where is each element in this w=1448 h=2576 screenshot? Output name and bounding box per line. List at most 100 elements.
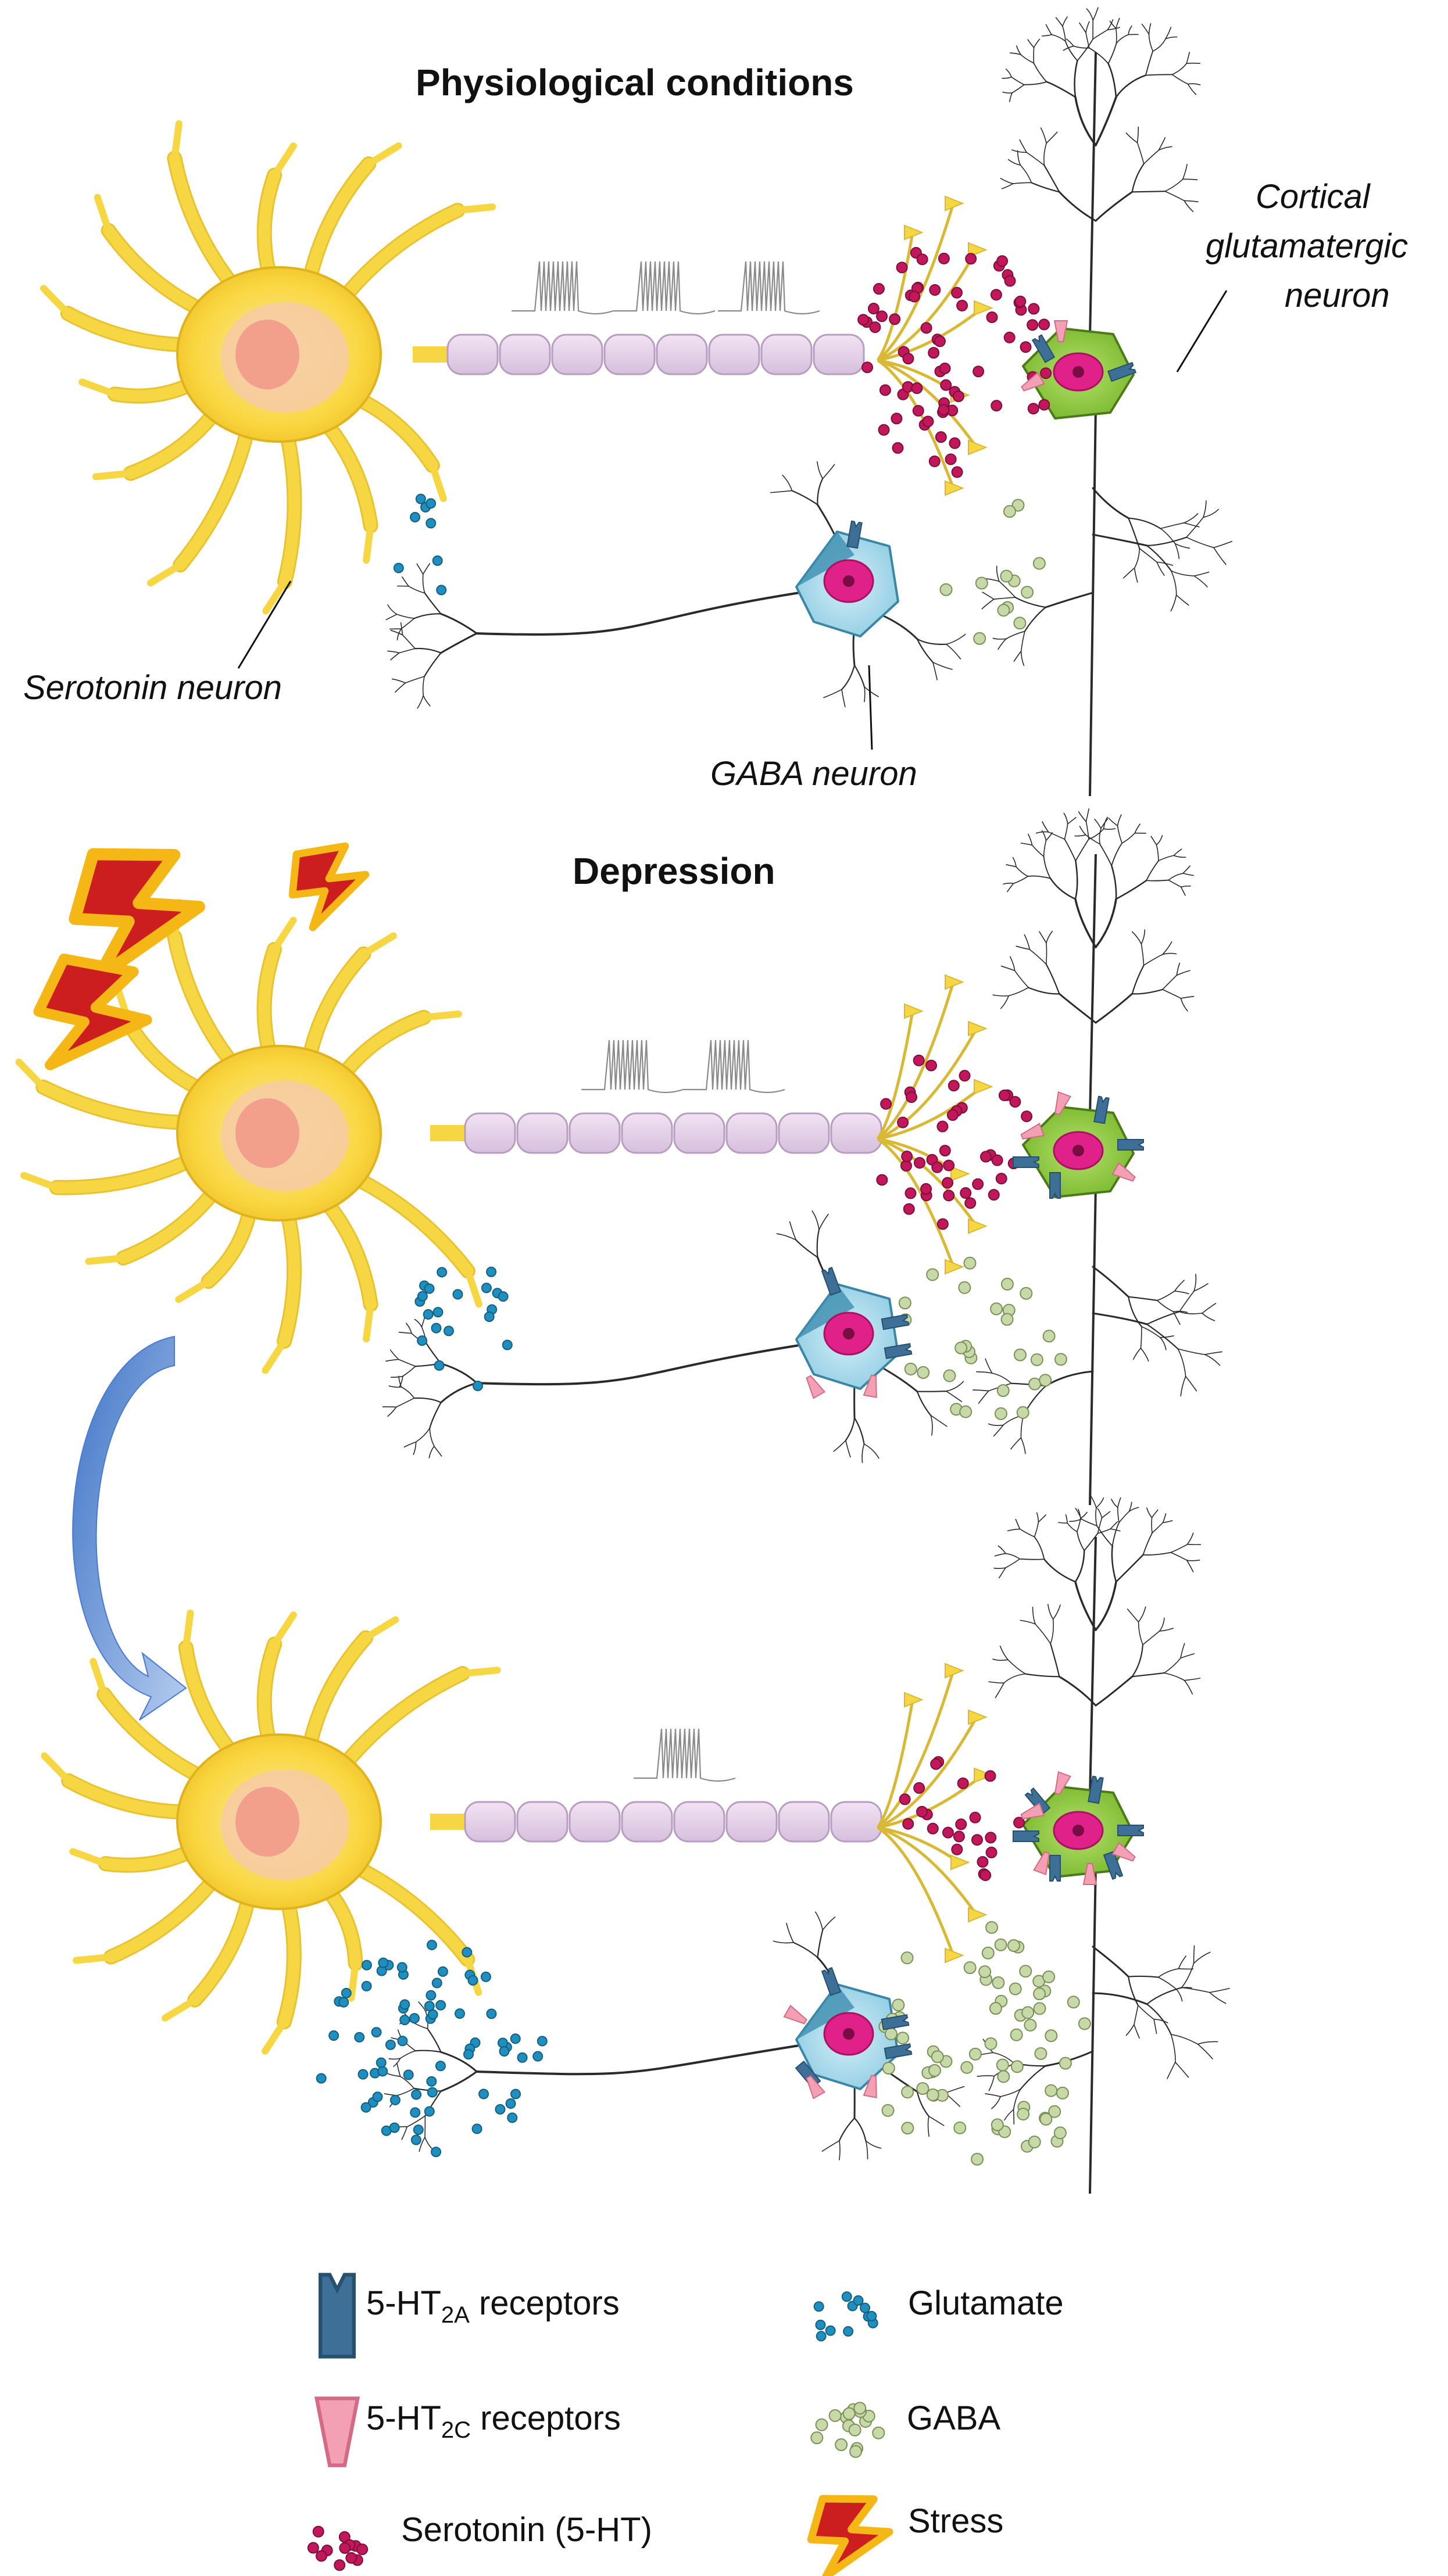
gaba-molecule [1000, 1313, 1014, 1326]
serotonin-molecule [990, 289, 1002, 301]
serotonin-molecule [892, 442, 904, 454]
gaba-molecule [1034, 2047, 1047, 2060]
ht2c-receptor [1082, 1863, 1097, 1885]
gaba-molecule [1028, 2136, 1041, 2149]
ht2a-receptor [821, 1266, 842, 1296]
ht2a-receptor [821, 1966, 842, 1997]
glutamate-molecule [415, 493, 426, 504]
ht2c-receptor [1054, 1771, 1071, 1796]
legend-gaba-icon [849, 2445, 862, 2458]
serotonin-molecule [971, 1834, 983, 1846]
gaba-molecule [1021, 586, 1034, 599]
gaba-nucleolus [843, 1328, 855, 1339]
legend-stress-icon [807, 2495, 893, 2576]
gaba-molecule [1032, 557, 1046, 570]
glutamate-molecule [396, 1962, 407, 1973]
glutamate-molecule [462, 1947, 473, 1958]
axon-down [1089, 406, 1097, 797]
terminal-bouton [968, 1020, 988, 1037]
glutamate-molecule [410, 512, 421, 523]
serotonin-molecule [928, 347, 940, 359]
serotonin-molecule [939, 362, 951, 374]
legend-gaba-icon [810, 2431, 824, 2445]
gaba-nucleolus [843, 2028, 855, 2040]
ht2a-receptor [1093, 1095, 1110, 1124]
serotonin-molecule [945, 453, 957, 465]
gaba-molecule [943, 1369, 956, 1382]
glutamate-molecule [426, 1990, 437, 2001]
ht2a-receptor [1117, 1825, 1144, 1836]
glutamate-molecule [410, 2107, 421, 2118]
serotonin-molecule [896, 261, 908, 274]
serotonin-molecule [991, 400, 1003, 412]
gaba-molecule [971, 2152, 984, 2166]
glutamate-molecule [517, 2052, 528, 2063]
glutamate-molecule [486, 1266, 497, 1277]
gaba-molecule [959, 1405, 973, 1418]
gaba-molecule [884, 2027, 898, 2041]
gaba-molecule [1059, 2056, 1072, 2070]
serotonin-molecule [936, 1218, 949, 1230]
glutamate-molecule [471, 2123, 482, 2134]
gaba-molecule [1056, 2086, 1069, 2100]
serotonin-molecule [943, 1190, 955, 1202]
glutamate-molecule [432, 555, 443, 566]
legend-gaba-icon [853, 2402, 867, 2415]
serotonin-molecule [927, 1822, 939, 1835]
serotonin-molecule [1009, 1096, 1021, 1108]
glutamate-molecule [431, 2147, 442, 2158]
gaba-molecule [1024, 2018, 1037, 2032]
gaba-molecule [898, 1296, 911, 1310]
gaba-molecule [926, 1268, 939, 1281]
gaba-molecule [931, 2050, 944, 2063]
myelin-segment [464, 1112, 516, 1154]
legend-glutamate-icon [813, 2301, 824, 2312]
stress-bolt-1 [69, 848, 205, 984]
gaba-molecules [939, 499, 1046, 645]
ht2c-receptor [314, 2396, 360, 2467]
axon-down [1089, 1865, 1097, 2194]
ht2c-receptor [863, 2075, 877, 2098]
myelin-segment [708, 334, 760, 375]
serotonin-molecule [936, 1120, 949, 1133]
glutamate-molecule [341, 1987, 352, 1998]
legend-gaba-icon [815, 2418, 828, 2431]
serotonin-molecule [998, 1089, 1010, 1101]
curved-arrow-icon [72, 1335, 187, 1721]
glutamatergic-neuron [977, 1495, 1230, 2194]
pointer-gaba-neuron [868, 665, 873, 750]
glutamate-molecule [371, 2027, 382, 2038]
serotonin-molecule [880, 1098, 892, 1110]
terminal-bouton [904, 1692, 924, 1708]
glutamate-molecule [431, 1323, 442, 1334]
label-gaba-neuron: GABA neuron [710, 755, 917, 793]
serotonin-molecule [905, 1091, 917, 1104]
myelin-segment [673, 1801, 725, 1843]
glutamate-molecule [436, 585, 447, 596]
gaba-molecule [1019, 1965, 1032, 1978]
gaba-molecule [1016, 1406, 1029, 1419]
serotonin-molecule [1038, 318, 1050, 331]
glutamate-molecule [431, 1977, 442, 1989]
gaba-molecule [996, 2058, 1009, 2072]
serotonin-molecule [1027, 403, 1039, 415]
terminal-bouton [968, 1218, 988, 1234]
gaba-molecule [997, 2070, 1010, 2083]
gaba-molecule [997, 604, 1010, 617]
serotonin-molecule [942, 1826, 954, 1839]
glutamatergic-neuron [972, 808, 1222, 1506]
glutamate-molecule [423, 1309, 434, 1320]
glutamate-molecule [426, 1940, 437, 1951]
gaba-molecule [990, 1302, 1003, 1316]
serotonin-molecule [929, 284, 941, 296]
serotonin-molecule [922, 415, 934, 428]
glutamate-molecule [424, 1283, 435, 1294]
glutamate-molecule [510, 2088, 521, 2100]
gaba-molecule [881, 2104, 895, 2117]
serotonin-molecule [861, 361, 874, 374]
serotonin-molecule [951, 1843, 963, 1855]
legend-glutamate-icon [853, 2295, 864, 2306]
serotonin-molecule [940, 379, 952, 391]
serotonin-molecule [972, 1178, 984, 1190]
serotonin-molecule [1021, 1110, 1033, 1123]
